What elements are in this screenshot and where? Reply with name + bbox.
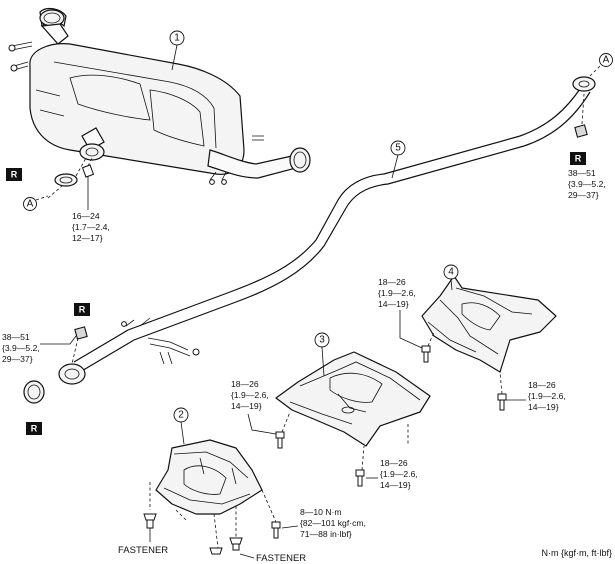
svg-text:14—19}: 14—19} [380, 480, 411, 490]
svg-text:4: 4 [448, 267, 454, 278]
cover4-bolt-upper [421, 331, 435, 363]
svg-text:38—51: 38—51 [568, 168, 596, 178]
svg-text:A: A [27, 199, 34, 210]
callout-3: 3 [314, 332, 330, 377]
reference-mark-a-right: A [599, 53, 613, 67]
torque-cover3-bolt-left: 18—26 {1.9—2.6, 14—19} [231, 379, 269, 411]
svg-text:14—19}: 14—19} [378, 299, 409, 309]
fastener-label-left: FASTENER [118, 545, 168, 556]
svg-text:18—26: 18—26 [528, 380, 556, 390]
replace-mark-front-gasket: R [26, 422, 42, 435]
svg-text:18—26: 18—26 [231, 379, 259, 389]
svg-text:R: R [31, 424, 38, 434]
svg-text:{3.9—5.2,: {3.9—5.2, [568, 179, 606, 189]
torque-muffler-gasket-nuts: 16—24 {1.7—2.4, 12—17} [72, 176, 110, 243]
front-flange-gasket [23, 380, 45, 404]
svg-text:1: 1 [174, 33, 180, 44]
svg-text:2: 2 [178, 410, 184, 421]
replace-mark-front-nut: R [74, 303, 90, 316]
svg-text:8—10 N·m: 8—10 N·m [300, 507, 342, 517]
under-cover-2 [155, 439, 263, 515]
cover2-screw [271, 521, 281, 539]
under-cover-4 [421, 275, 557, 373]
middle-pipe [58, 76, 596, 385]
fastener-right [209, 537, 243, 555]
svg-text:{1.9—2.6,: {1.9—2.6, [231, 390, 269, 400]
main-silencer [8, 7, 311, 185]
reference-mark-a-left: A [23, 195, 49, 211]
svg-text:R: R [11, 170, 18, 180]
fastener-left [143, 513, 157, 529]
svg-text:{1.9—2.6,: {1.9—2.6, [528, 391, 566, 401]
callout-5: 5 [390, 140, 406, 179]
cover4-bolt-lower [497, 371, 507, 411]
callout-2: 2 [173, 407, 189, 445]
svg-text:R: R [575, 154, 582, 164]
svg-text:3: 3 [319, 335, 325, 346]
svg-text:{1.7—2.4,: {1.7—2.4, [72, 222, 110, 232]
svg-text:71—88 in·lbf}: 71—88 in·lbf} [300, 529, 352, 539]
svg-text:14—19}: 14—19} [231, 401, 262, 411]
front-flange-nut [71, 326, 88, 365]
callout-1: 1 [169, 30, 185, 71]
torque-rear-flange-nuts: 38—51 {3.9—5.2, 29—37} [568, 168, 606, 200]
silencer-gasket [54, 157, 87, 187]
svg-text:16—24: 16—24 [72, 211, 100, 221]
silencer-nut [81, 157, 95, 178]
svg-text:{3.9—5.2,: {3.9—5.2, [2, 343, 40, 353]
svg-text:38—51: 38—51 [2, 332, 30, 342]
fastener-label-right: FASTENER [256, 553, 306, 564]
svg-text:14—19}: 14—19} [528, 402, 559, 412]
svg-text:29—37}: 29—37} [2, 354, 33, 364]
cover3-bolt-left [275, 411, 291, 449]
replace-mark-silencer-gasket: R [6, 168, 22, 181]
units-label: N·m {kgf·m, ft·lbf} [541, 548, 612, 558]
svg-text:A: A [603, 55, 610, 66]
torque-cover4-bolt-upper: 18—26 {1.9—2.6, 14—19} [378, 277, 416, 309]
svg-text:18—26: 18—26 [378, 277, 406, 287]
torque-cover3-bolt-lower: 18—26 {1.9—2.6, 14—19} [366, 458, 418, 490]
torque-cover2-screw: 8—10 N·m {82—101 kgf·cm, 71—88 in·lbf} [281, 507, 366, 539]
svg-text:{1.9—2.6,: {1.9—2.6, [380, 469, 418, 479]
svg-text:29—37}: 29—37} [568, 190, 599, 200]
torque-front-flange-nuts: 38—51 {3.9—5.2, 29—37} [2, 332, 77, 364]
callout-4: 4 [443, 264, 459, 291]
cover3-bolt-lower [355, 445, 365, 487]
under-cover-3 [275, 351, 431, 447]
svg-text:18—26: 18—26 [380, 458, 408, 468]
svg-text:R: R [79, 305, 86, 315]
svg-text:{1.9—2.6,: {1.9—2.6, [378, 288, 416, 298]
replace-mark-rear-nut: R [570, 152, 586, 165]
torque-cover4-bolt-lower: 18—26 {1.9—2.6, 14—19} [506, 380, 566, 412]
svg-text:5: 5 [395, 143, 401, 154]
svg-text:12—17}: 12—17} [72, 233, 103, 243]
rear-flange-nut [574, 93, 588, 138]
svg-text:{82—101 kgf·cm,: {82—101 kgf·cm, [300, 518, 366, 528]
